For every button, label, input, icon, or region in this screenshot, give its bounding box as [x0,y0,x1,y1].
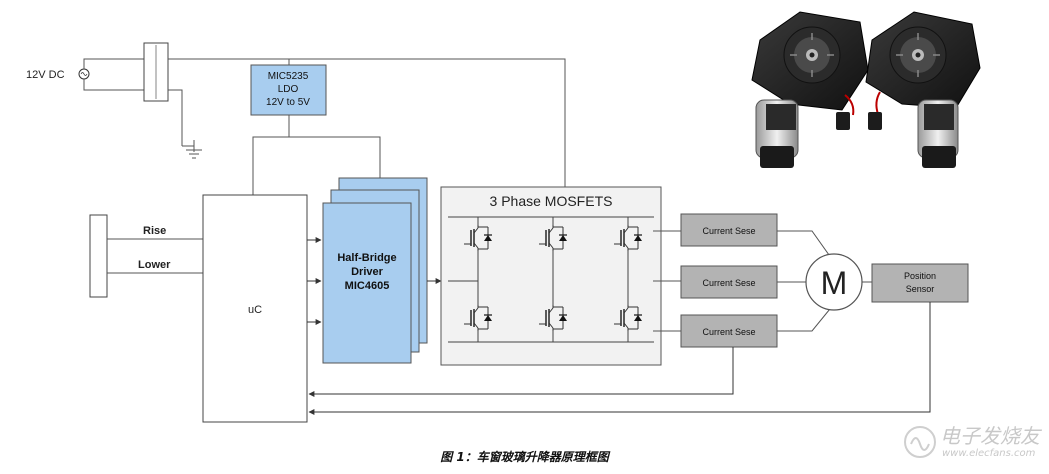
motor-icon: M [805,253,872,311]
driver-block: Half-Bridge Driver MIC4605 [322,177,442,364]
mosfet-block: 3 Phase MOSFETS [440,186,681,366]
current-sense-group: Current Sese Current Sese Current Sese [680,213,835,348]
ldo-label-2: LDO [278,84,299,95]
igbt-transistor-icon [464,305,492,331]
igbt-transistor-icon [539,305,567,331]
watermark-logo-icon [904,426,936,458]
driver-label-1: Half-Bridge [337,252,396,264]
position-sensor-block: Position Sensor [871,263,969,303]
mosfet-title: 3 Phase MOSFETS [490,193,613,209]
uc-label: uC [248,304,262,316]
ground-icon [182,140,202,159]
microcontroller-block: uC [202,194,322,423]
watermark-url: www.elecfans.com [942,448,1036,459]
window-motor-photo [751,11,981,168]
current-sense-3 [680,314,778,348]
current-sense-label-3: Current Sese [702,327,755,337]
switch-block: Rise Lower [89,214,203,298]
current-sense-1 [680,213,778,247]
ldo-block: MIC5235 LDO 12V to 5V [250,59,381,195]
igbt-transistor-icon [614,225,642,251]
igbt-transistor-icon [464,225,492,251]
driver-label-2: Driver [351,266,384,278]
current-sense-2 [680,265,778,299]
current-sense-label-2: Current Sese [702,278,755,288]
window-motor-right [865,11,981,168]
watermark: 电子发烧友 www.elecfans.com [900,420,1040,466]
position-sensor-label-1: Position [904,271,936,281]
position-sensor-label-2: Sensor [906,284,935,294]
motor-label: M [821,265,848,301]
ac-source-icon [78,68,90,80]
current-sense-label-1: Current Sese [702,226,755,236]
ldo-label-3: 12V to 5V [266,97,310,108]
figure-caption: 图 1：车窗玻璃升降器原理框图 [440,450,609,464]
driver-label-3: MIC4605 [345,280,390,292]
window-motor-left [751,11,869,168]
watermark-text: 电子发烧友 [940,424,1040,448]
ldo-label-1: MIC5235 [268,71,309,82]
igbt-transistor-icon [614,305,642,331]
igbt-transistor-icon [539,225,567,251]
feedback-lines [308,302,931,415]
power-input: 12V DC [26,42,566,187]
lower-label: Lower [138,259,171,271]
rise-label: Rise [143,225,166,237]
power-label: 12V DC [26,69,65,81]
